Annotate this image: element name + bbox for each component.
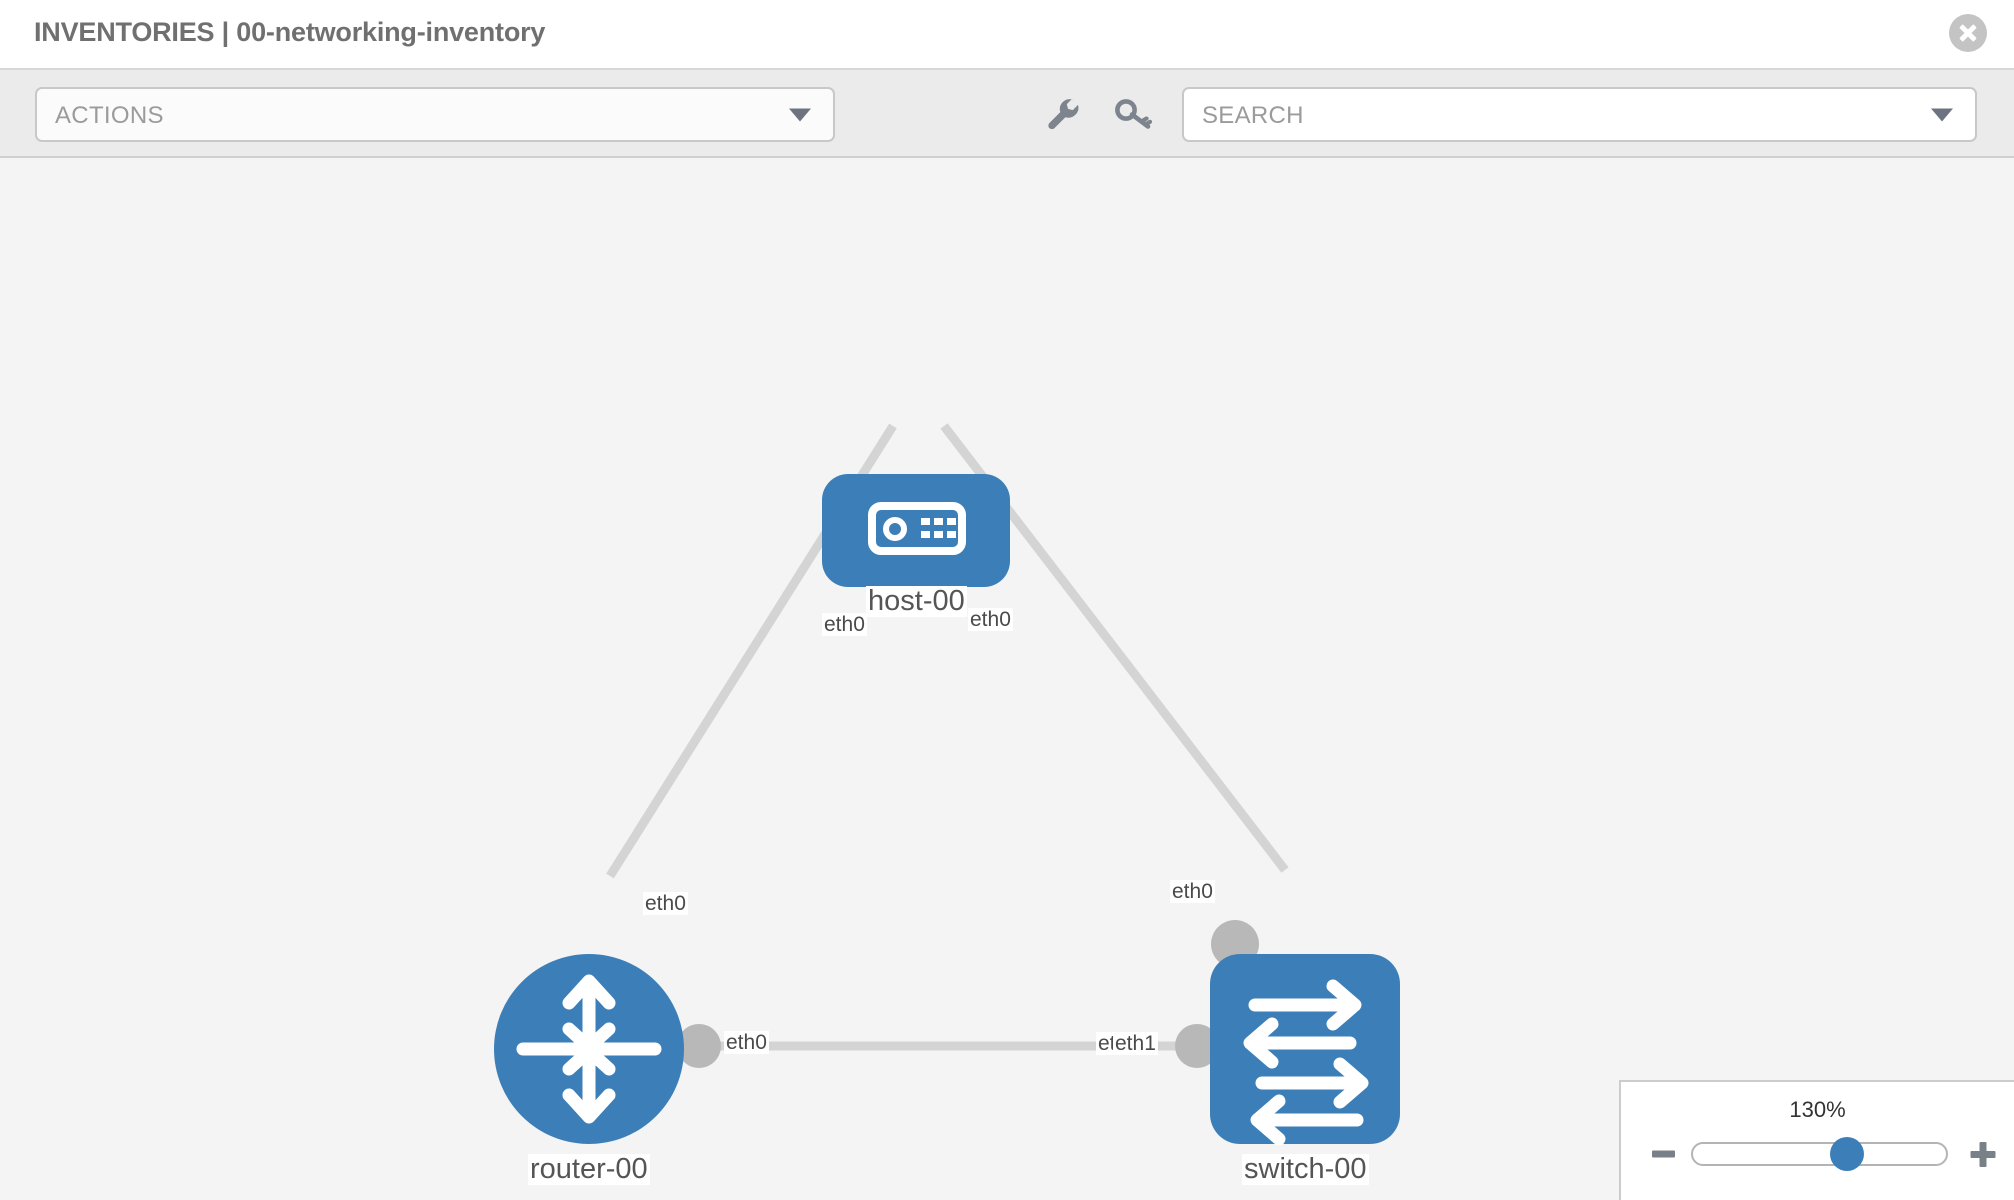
actions-dropdown-label: ACTIONS bbox=[55, 102, 164, 129]
interface-label: eth1 bbox=[1113, 1032, 1158, 1055]
node-label-router-00: router-00 bbox=[528, 1153, 650, 1185]
server-icon bbox=[868, 502, 966, 555]
plus-icon-bar-v bbox=[1979, 1141, 1986, 1167]
zoom-control-panel: 130% bbox=[1619, 1080, 2014, 1200]
endpoint-router-right bbox=[677, 1024, 721, 1068]
wrench-icon[interactable] bbox=[1040, 92, 1086, 138]
page-header: INVENTORIES | 00-networking-inventory bbox=[0, 0, 2014, 70]
node-label-host-00: host-00 bbox=[866, 585, 967, 617]
four-arrows-icon bbox=[516, 974, 662, 1124]
plus-icon[interactable] bbox=[1969, 1141, 1996, 1168]
zoom-slider[interactable] bbox=[1691, 1137, 1948, 1171]
zoom-slider-handle[interactable] bbox=[1830, 1137, 1865, 1171]
search-input[interactable]: SEARCH bbox=[1182, 87, 1977, 142]
node-host-00[interactable] bbox=[822, 474, 1010, 587]
topology-graph[interactable] bbox=[0, 158, 2014, 1200]
chevron-down-icon bbox=[789, 108, 811, 121]
toolbar: ACTIONS SEARCH bbox=[0, 70, 2014, 158]
node-router-00[interactable] bbox=[494, 954, 684, 1144]
endpoint-switch-left bbox=[1175, 1024, 1219, 1068]
interface-label: eth0 bbox=[643, 892, 688, 915]
interface-label: eth0 bbox=[724, 1031, 769, 1054]
zoom-percent-label: 130% bbox=[1789, 1097, 1846, 1122]
interface-label: eth0 bbox=[968, 608, 1013, 631]
zoom-slider-row bbox=[1621, 1134, 2014, 1174]
swap-arrows-icon bbox=[1243, 979, 1369, 1146]
interface-label: eth0 bbox=[1170, 880, 1215, 903]
key-icon[interactable] bbox=[1110, 92, 1156, 138]
topology-canvas[interactable]: eth0 eth0 eth0 eth0 eth0 eth eth1 host-0… bbox=[0, 158, 2014, 1200]
close-icon[interactable] bbox=[1949, 14, 1987, 52]
search-placeholder: SEARCH bbox=[1202, 102, 1304, 129]
minus-icon[interactable] bbox=[1652, 1150, 1675, 1158]
node-label-switch-00: switch-00 bbox=[1242, 1153, 1369, 1185]
chevron-down-icon bbox=[1931, 108, 1953, 121]
interface-label: eth0 bbox=[822, 613, 867, 636]
node-switch-00[interactable] bbox=[1210, 954, 1400, 1146]
page-title: INVENTORIES | 00-networking-inventory bbox=[34, 17, 546, 47]
actions-dropdown[interactable]: ACTIONS bbox=[35, 87, 835, 142]
